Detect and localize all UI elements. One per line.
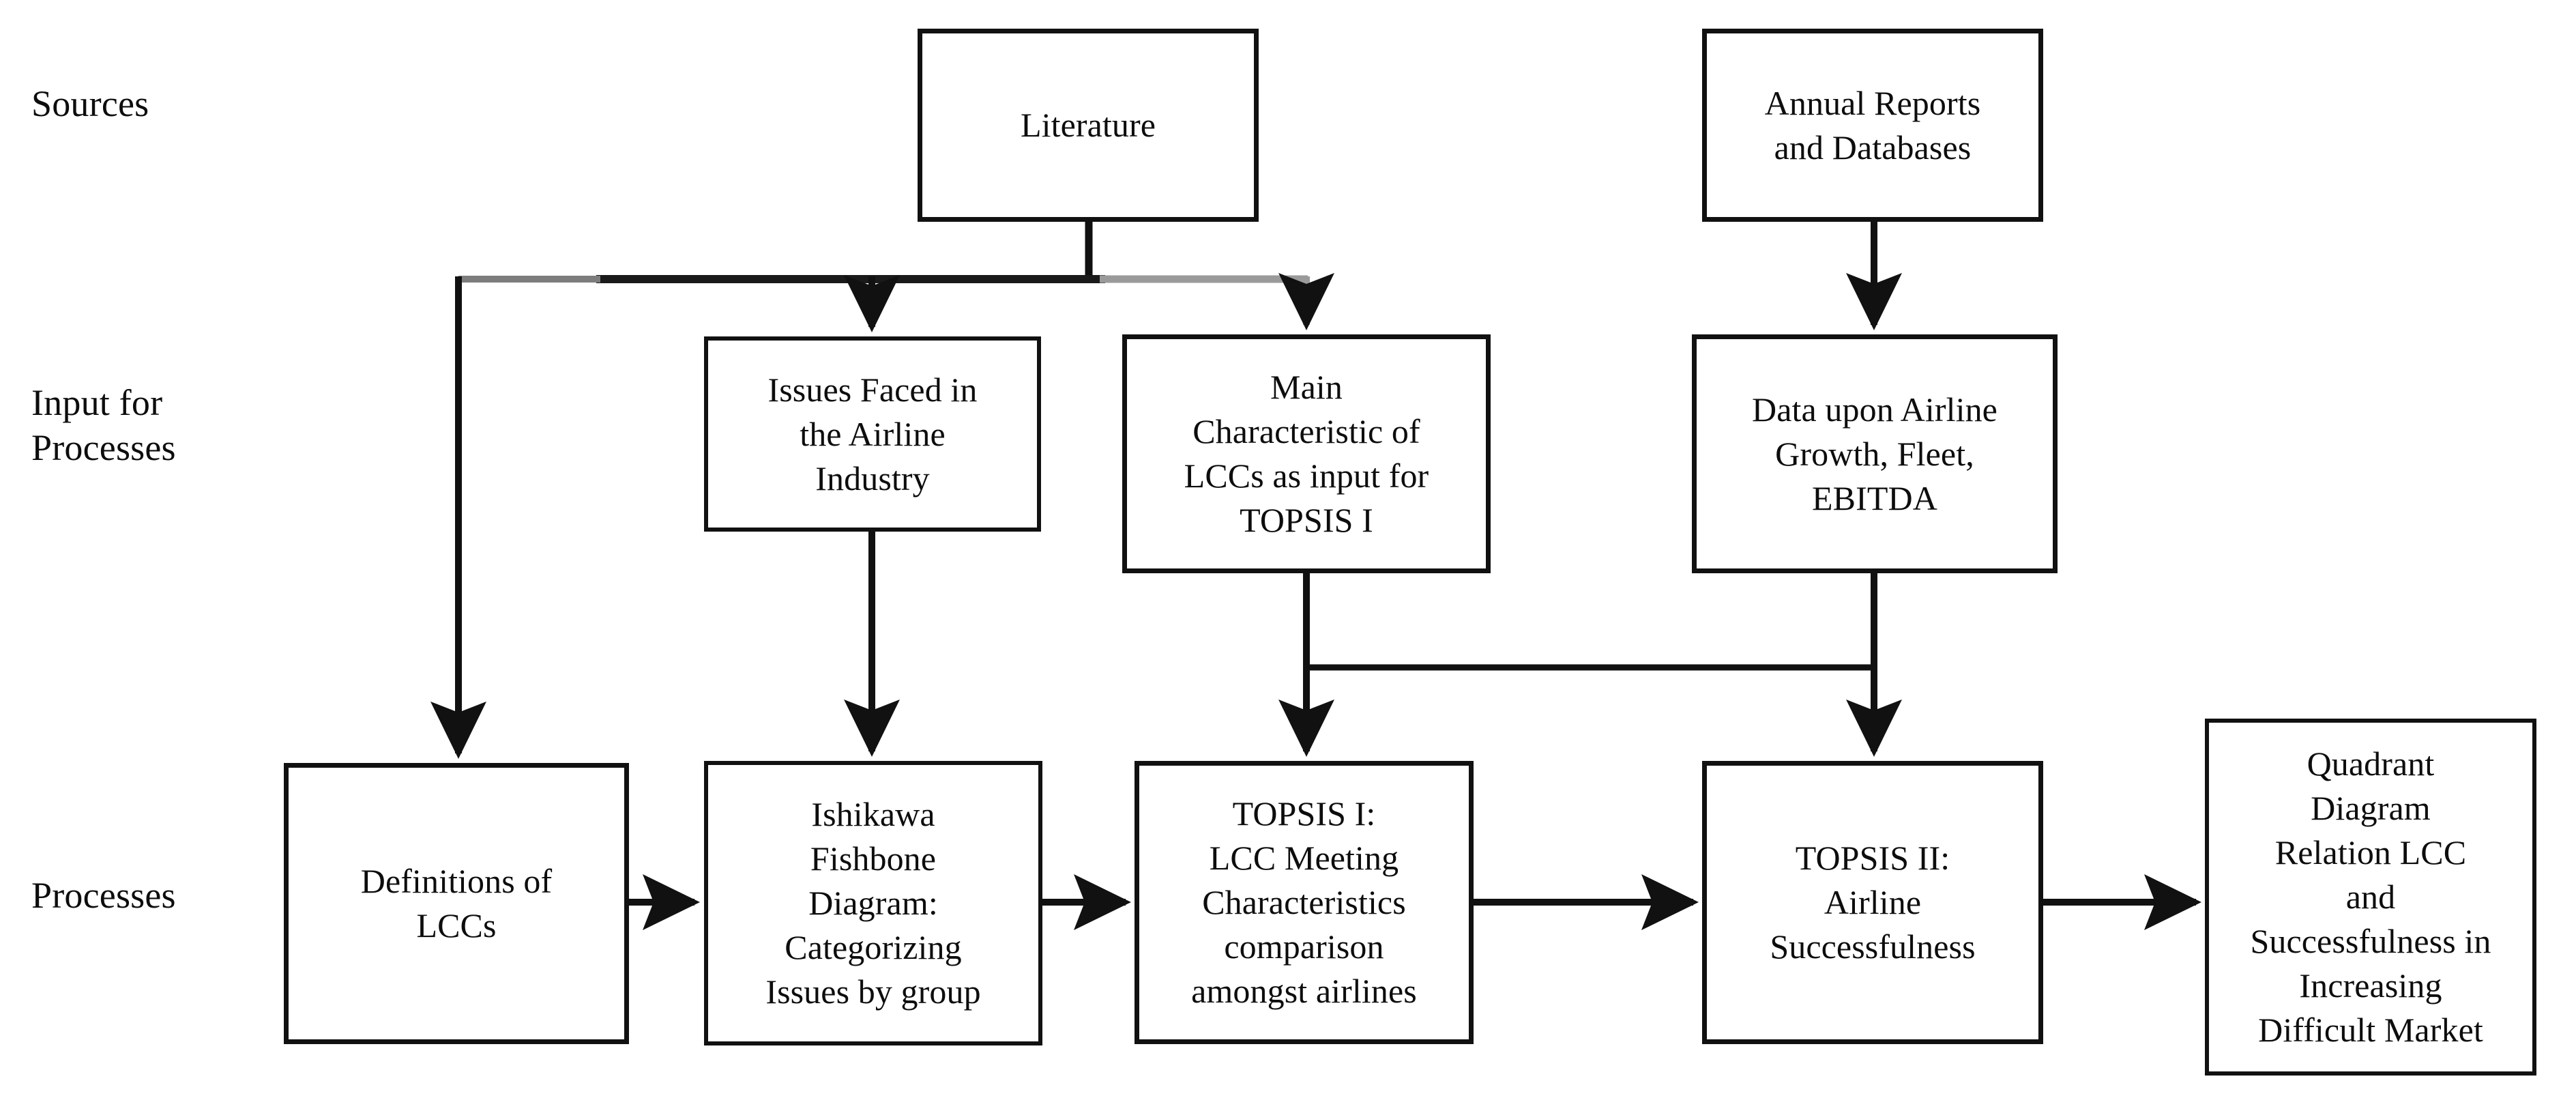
row-label-sources: Sources — [31, 83, 149, 124]
node-quadrant-diagram[interactable]: Quadrant Diagram Relation LCC and Succes… — [2205, 719, 2536, 1076]
node-definitions-of-lccs[interactable]: Definitions of LCCs — [284, 763, 629, 1044]
node-annual-reports-and-databases[interactable]: Annual Reports and Databases — [1702, 29, 2043, 222]
node-main-characteristic-of-lccs[interactable]: Main Characteristic of LCCs as input for… — [1122, 334, 1491, 573]
node-topsis-ii[interactable]: TOPSIS II: Airline Successfulness — [1702, 761, 2043, 1044]
node-issues-faced-in-the-airline-industry[interactable]: Issues Faced in the Airline Industry — [704, 336, 1041, 532]
node-ishikawa-fishbone-diagram[interactable]: Ishikawa Fishbone Diagram: Categorizing … — [704, 761, 1042, 1045]
node-literature[interactable]: Literature — [918, 29, 1259, 222]
node-topsis-i[interactable]: TOPSIS I: LCC Meeting Characteristics co… — [1135, 761, 1474, 1044]
node-data-upon-airline-growth[interactable]: Data upon Airline Growth, Fleet, EBITDA — [1692, 334, 2058, 573]
row-label-processes: Processes — [31, 875, 176, 916]
edge-literature-bus — [458, 222, 1308, 283]
row-label-input-for-processes: Input for Processes — [31, 382, 176, 468]
